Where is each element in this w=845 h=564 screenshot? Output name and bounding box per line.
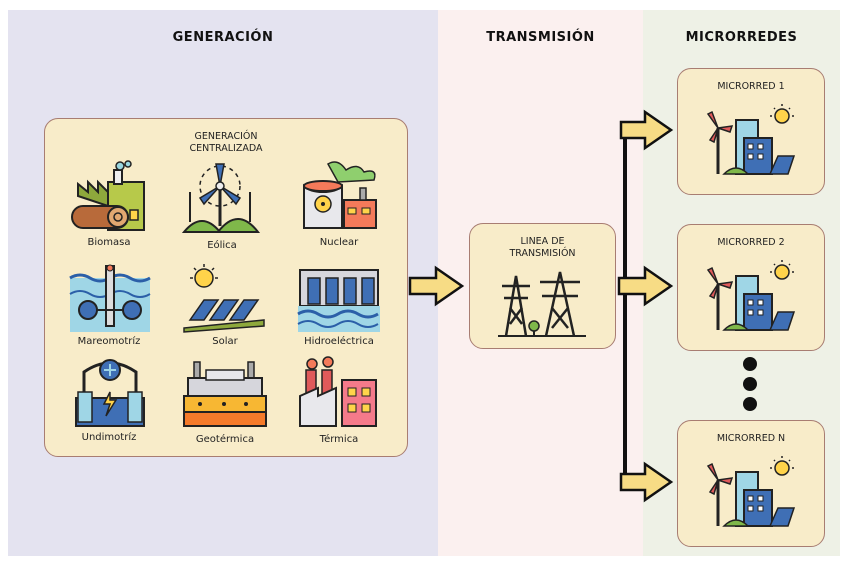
centralized-generation-title-line2: CENTRALIZADA [189,143,263,154]
hydroelectric-dam-icon [297,269,380,332]
transmission-column-title: TRANSMISIÓN [486,30,595,45]
thermal-plant-icon [299,356,377,427]
microgrid-icon-n [706,456,796,527]
microgrids-column-title: MICRORREDES [685,30,798,45]
nuclear-plant-icon [303,161,377,229]
ellipsis-dot-3 [743,397,757,411]
centralized-generation-title: GENERACIÓN CENTRALIZADA [45,131,407,155]
ellipsis-dot-2 [743,377,757,391]
source-label-thermal: Térmica [319,434,359,445]
arrow-to-microgrid-n [619,461,674,503]
source-label-wind: Eólica [207,240,237,251]
arrow-generation-to-transmission [408,265,465,307]
source-label-tidal: Mareomotríz [77,336,141,347]
generation-column-title: GENERACIÓN [172,30,274,45]
geothermal-plant-icon [183,361,267,427]
transmission-tower-icon [498,271,586,337]
wave-energy-icon [75,359,145,427]
source-label-hydroelectric: Hidroeléctrica [304,336,374,347]
transmission-line-title: LINEA DE TRANSMISIÓN [470,236,615,260]
ellipsis-dot-1 [743,357,757,371]
biomass-icon [71,160,145,231]
tidal-energy-icon [69,264,151,332]
transmission-line-title-line2: TRANSMISIÓN [509,248,576,259]
arrow-to-microgrid-1 [619,109,674,151]
source-label-solar: Solar [212,336,238,347]
source-label-nuclear: Nuclear [319,237,359,248]
transmission-line-title-line1: LINEA DE [520,236,565,247]
source-label-geothermal: Geotérmica [195,434,255,445]
microgrid-card-2-title: MICRORRED 2 [717,237,785,248]
microgrid-card-n-title: MICRORRED N [716,433,786,444]
solar-panel-icon [183,264,265,333]
centralized-generation-title-line1: GENERACIÓN [194,131,258,142]
arrow-transmission-to-bus [617,265,674,307]
microgrid-card-1-title: MICRORRED 1 [717,81,785,92]
microgrid-icon-2 [706,260,796,331]
microgrid-icon-1 [706,104,796,175]
wind-turbine-icon [181,163,261,233]
source-label-wave: Undimotríz [81,432,137,443]
source-label-biomass: Biomasa [87,237,131,248]
transmission-line-card: LINEA DE TRANSMISIÓN [469,223,616,349]
